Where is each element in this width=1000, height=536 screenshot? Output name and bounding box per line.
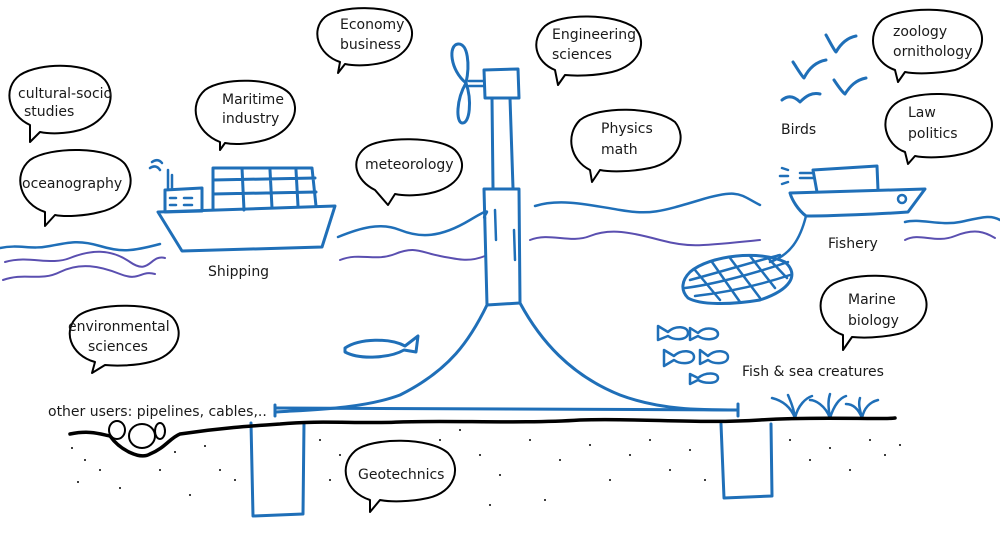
- cable-icon: [154, 422, 166, 440]
- birds-icon: [780, 33, 868, 104]
- bubble-text: biology: [848, 313, 899, 329]
- bubble-marine-biology: Marine biology: [819, 274, 928, 351]
- bubble-meteorology: meteorology: [355, 138, 464, 206]
- bubble-cultural-socio: cultural-socio studies: [8, 64, 112, 143]
- bubble-text: Physics: [601, 121, 653, 137]
- bubble-oceanography: oceanography: [19, 148, 132, 227]
- other-users-label: other users: pipelines, cables,..: [48, 404, 267, 420]
- bubble-economy: Economy business: [316, 7, 414, 74]
- birds-label: Birds: [781, 122, 816, 138]
- seabed: [68, 416, 901, 506]
- bubble-text: studies: [24, 104, 74, 120]
- seaweed-icon: [770, 392, 880, 420]
- bubble-text: meteorology: [365, 157, 454, 173]
- bubble-text: Engineering: [552, 27, 636, 43]
- bubble-text: zoology: [893, 24, 947, 40]
- bubble-text: ornithology: [893, 44, 972, 60]
- sediment-dots: [71, 429, 901, 506]
- bubble-text: environmental: [68, 319, 170, 335]
- cargo-ship-icon: [148, 159, 337, 253]
- bubble-text: Maritime: [222, 92, 284, 108]
- bubble-text: Marine: [848, 292, 896, 308]
- bubble-text: sciences: [88, 339, 148, 355]
- bubble-physics: Physics math: [570, 108, 682, 183]
- bubble-text: sciences: [552, 47, 612, 63]
- bubble-engineering: Engineering sciences: [535, 15, 643, 86]
- sea-surface-waves: [0, 192, 1000, 281]
- bubble-text: Geotechnics: [358, 467, 444, 483]
- bubble-text: oceanography: [22, 176, 122, 192]
- bubble-maritime-industry: Maritime industry: [194, 79, 296, 151]
- fishing-boat-icon: [768, 164, 927, 264]
- bubble-text: business: [340, 37, 401, 53]
- bubble-law: Law politics: [884, 92, 993, 165]
- bubble-text: Law: [908, 105, 936, 121]
- cable-icon: [108, 420, 126, 440]
- bubble-text: industry: [222, 111, 279, 127]
- wind-turbine-icon: [249, 42, 774, 518]
- fish-school-icon: [656, 324, 730, 386]
- fish-label: Fish & sea creatures: [742, 364, 884, 380]
- bubble-text: math: [601, 142, 638, 158]
- bubble-text: politics: [908, 126, 958, 142]
- bubble-text: Economy: [340, 17, 404, 33]
- pipeline-icon: [128, 423, 156, 449]
- bubble-geotechnics: Geotechnics: [344, 439, 457, 513]
- bubble-text: cultural-socio: [18, 86, 112, 102]
- fishing-net-icon: [681, 253, 794, 306]
- shipping-label: Shipping: [208, 264, 269, 280]
- bubble-zoology: zoology ornithology: [872, 8, 984, 83]
- bubble-environmental: environmental sciences: [68, 304, 180, 374]
- fish-icon: [343, 334, 420, 359]
- fishery-label: Fishery: [828, 236, 878, 252]
